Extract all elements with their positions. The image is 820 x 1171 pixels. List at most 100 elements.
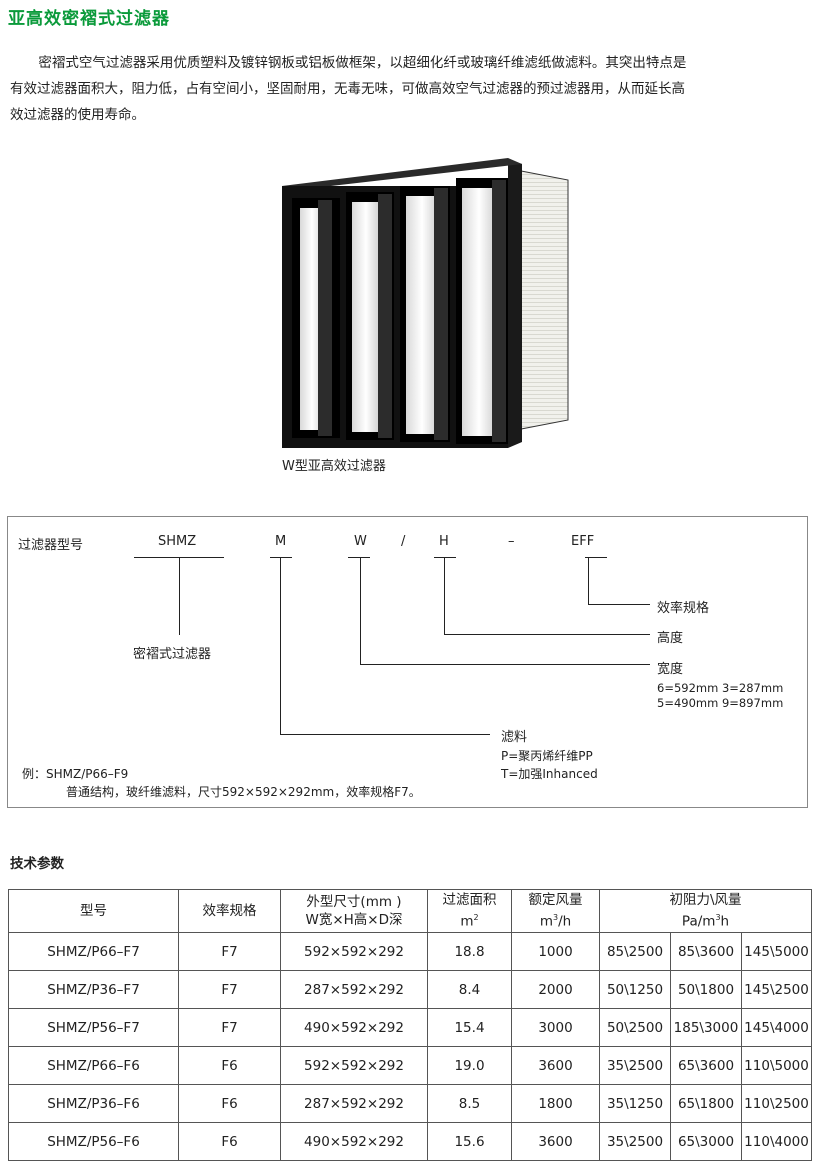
header-resistance-unit: Pa/m3h bbox=[681, 913, 730, 930]
cell-resistance-2: 65\3600 bbox=[670, 1046, 742, 1085]
connector-width-v bbox=[360, 558, 361, 665]
header-size-line2: W宽×H高×D深 bbox=[305, 912, 403, 928]
code-width: W bbox=[354, 534, 367, 549]
connector-width-h bbox=[360, 664, 650, 665]
cell-flow: 1800 bbox=[511, 1084, 600, 1123]
header-flow-line1: 额定风量 bbox=[528, 892, 583, 909]
intro-line-1: 密褶式空气过滤器采用优质塑料及镀锌钢板或铝板做框架，以超细化纤或玻璃纤维滤纸做滤… bbox=[38, 55, 687, 71]
cell-resistance-2: 185\3000 bbox=[670, 1008, 742, 1047]
header-flow-unit: m3/h bbox=[539, 913, 572, 930]
cell-resistance-2: 85\3600 bbox=[670, 932, 742, 971]
connector-height-v bbox=[444, 558, 445, 635]
header-area: 过滤面积 m2 bbox=[427, 889, 512, 933]
cell-size: 592×592×292 bbox=[280, 932, 428, 971]
code-height: H bbox=[439, 534, 449, 549]
cell-model: SHMZ/P56–F7 bbox=[8, 1008, 179, 1047]
cell-size: 490×592×292 bbox=[280, 1122, 428, 1161]
desc-width: 宽度 bbox=[657, 662, 684, 677]
header-resistance: 初阻力\风量 Pa/m3h bbox=[598, 889, 813, 933]
cell-efficiency: F7 bbox=[178, 1008, 281, 1047]
code-efficiency: EFF bbox=[571, 534, 595, 549]
header-model: 型号 bbox=[8, 889, 179, 933]
cell-resistance-3: 110\4000 bbox=[740, 1122, 813, 1161]
cell-efficiency: F6 bbox=[178, 1084, 281, 1123]
image-caption: W型亚高效过滤器 bbox=[282, 459, 386, 474]
header-size: 外型尺寸(mm ) W宽×H高×D深 bbox=[280, 889, 428, 933]
cell-efficiency: F7 bbox=[178, 970, 281, 1009]
connector-series bbox=[179, 558, 180, 635]
cell-flow: 3000 bbox=[511, 1008, 600, 1047]
media-option-p: P=聚丙烯纤维PP bbox=[501, 749, 593, 763]
cell-resistance-2: 50\1800 bbox=[670, 970, 742, 1009]
cell-resistance-3: 145\5000 bbox=[740, 932, 813, 971]
intro-line-3: 效过滤器的使用寿命。 bbox=[10, 107, 145, 123]
cell-model: SHMZ/P66–F6 bbox=[8, 1046, 179, 1085]
spec-header-row: 型号 效率规格 外型尺寸(mm ) W宽×H高×D深 过滤面积 m2 额定风量 … bbox=[8, 889, 813, 933]
header-area-line1: 过滤面积 bbox=[442, 892, 497, 909]
cell-resistance-1: 35\1250 bbox=[599, 1084, 671, 1123]
cell-resistance-1: 50\1250 bbox=[599, 970, 671, 1009]
connector-efficiency-h bbox=[588, 604, 650, 605]
underline-width bbox=[348, 557, 370, 558]
cell-efficiency: F6 bbox=[178, 1046, 281, 1085]
cell-size: 592×592×292 bbox=[280, 1046, 428, 1085]
desc-media: 滤料 bbox=[501, 730, 528, 745]
model-code-diagram bbox=[7, 516, 808, 808]
cell-flow: 3600 bbox=[511, 1046, 600, 1085]
cell-size: 287×592×292 bbox=[280, 970, 428, 1009]
cell-size: 287×592×292 bbox=[280, 1084, 428, 1123]
connector-efficiency-v bbox=[588, 558, 589, 605]
connector-height-h bbox=[444, 634, 650, 635]
cell-resistance-2: 65\1800 bbox=[670, 1084, 742, 1123]
connector-media-h bbox=[280, 734, 490, 735]
cell-efficiency: F6 bbox=[178, 1122, 281, 1161]
example-code: 例：SHMZ/P66–F9 bbox=[22, 767, 129, 781]
page-title: 亚高效密褶式过滤器 bbox=[8, 9, 170, 29]
cell-resistance-1: 85\2500 bbox=[599, 932, 671, 971]
cell-resistance-1: 35\2500 bbox=[599, 1046, 671, 1085]
cell-resistance-3: 145\2500 bbox=[740, 970, 813, 1009]
header-size-line1: 外型尺寸(mm ) bbox=[306, 894, 402, 910]
example-description: 普通结构，玻纤维滤料，尺寸592×592×292mm，效率规格F7。 bbox=[66, 785, 421, 799]
underline-series bbox=[134, 557, 224, 558]
cell-resistance-1: 35\2500 bbox=[599, 1122, 671, 1161]
cell-area: 19.0 bbox=[427, 1046, 512, 1085]
desc-series: 密褶式过滤器 bbox=[133, 647, 212, 662]
cell-flow: 2000 bbox=[511, 970, 600, 1009]
code-slash: / bbox=[401, 534, 406, 549]
desc-efficiency: 效率规格 bbox=[657, 601, 710, 616]
cell-resistance-2: 65\3000 bbox=[670, 1122, 742, 1161]
intro-line-2: 有效过滤器面积大，阻力低，占有空间小，坚固耐用，无毒无味，可做高效空气过滤器的预… bbox=[10, 81, 685, 97]
width-options-1: 6=592mm 3=287mm bbox=[657, 681, 784, 695]
cell-resistance-3: 145\4000 bbox=[740, 1008, 813, 1047]
spec-table: 型号 效率规格 外型尺寸(mm ) W宽×H高×D深 过滤面积 m2 额定风量 … bbox=[8, 889, 813, 1161]
connector-media-v bbox=[280, 558, 281, 735]
underline-media bbox=[270, 557, 292, 558]
media-option-t: T=加强Inhanced bbox=[501, 767, 598, 781]
cell-resistance-1: 50\2500 bbox=[599, 1008, 671, 1047]
underline-height bbox=[434, 557, 456, 558]
cell-area: 8.5 bbox=[427, 1084, 512, 1123]
header-area-unit: m2 bbox=[460, 913, 479, 930]
desc-height: 高度 bbox=[657, 631, 684, 646]
cell-model: SHMZ/P36–F7 bbox=[8, 970, 179, 1009]
header-efficiency: 效率规格 bbox=[178, 889, 281, 933]
code-media: M bbox=[275, 534, 287, 549]
header-resistance-line1: 初阻力\风量 bbox=[669, 892, 742, 909]
intro-text: 密褶式空气过滤器采用优质塑料及镀锌钢板或铝板做框架，以超细化纤或玻璃纤维滤纸做滤… bbox=[10, 50, 810, 128]
code-dash: – bbox=[508, 534, 515, 549]
code-series: SHMZ bbox=[158, 534, 197, 549]
cell-area: 18.8 bbox=[427, 932, 512, 971]
cell-model: SHMZ/P36–F6 bbox=[8, 1084, 179, 1123]
cell-model: SHMZ/P66–F7 bbox=[8, 932, 179, 971]
spec-section-title: 技术参数 bbox=[10, 856, 64, 872]
filter-product-image bbox=[282, 158, 569, 448]
underline-efficiency bbox=[585, 557, 607, 558]
cell-efficiency: F7 bbox=[178, 932, 281, 971]
